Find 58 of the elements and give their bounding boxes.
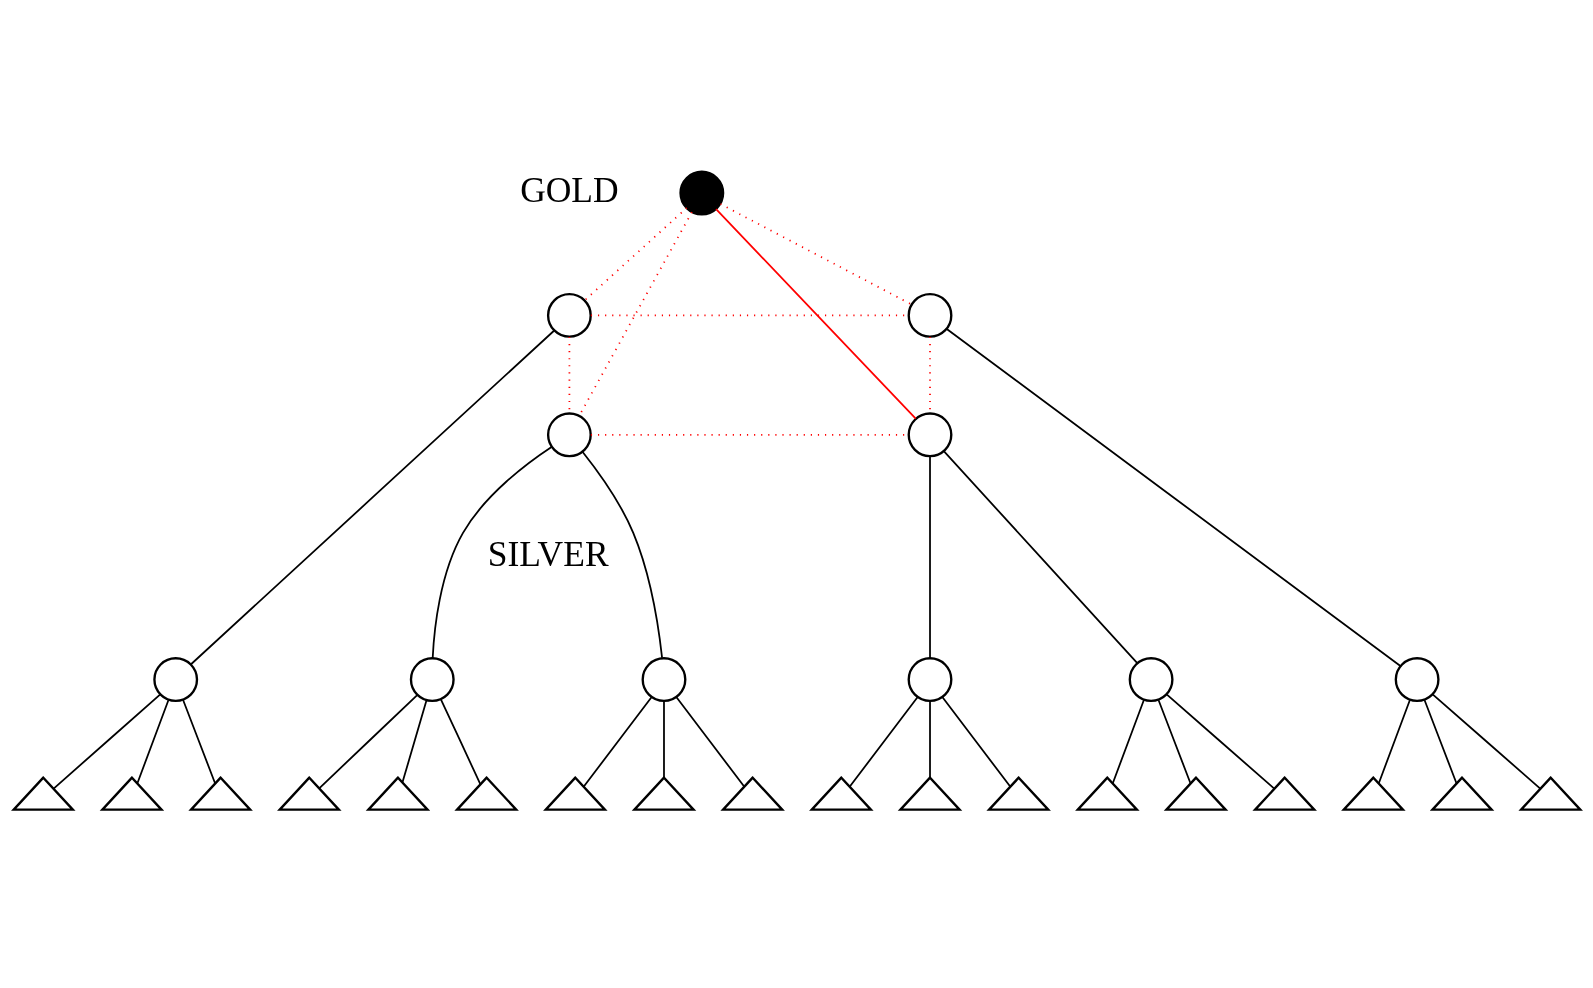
connector (674, 695, 745, 787)
node-triangle (897, 775, 962, 811)
node-circle (546, 411, 592, 457)
node-triangle (365, 775, 430, 811)
connector (945, 327, 1401, 667)
node-circle (641, 656, 686, 702)
node-circle (678, 170, 724, 215)
node-triangle (631, 775, 696, 811)
connector (431, 445, 552, 659)
node-triangle (808, 775, 874, 811)
node-circle (152, 656, 198, 702)
node-triangle (276, 775, 342, 811)
node-triangle (542, 775, 608, 811)
connector (940, 695, 1011, 787)
node-circle (907, 292, 952, 338)
node-triangle (719, 775, 785, 811)
node-circle (1128, 656, 1174, 702)
node-triangle (187, 775, 253, 811)
connector (1111, 698, 1145, 784)
connector (1431, 693, 1541, 789)
node-circle (1394, 656, 1440, 702)
node-triangle (1429, 775, 1494, 811)
connector (439, 698, 481, 785)
node-triangle (1517, 775, 1583, 811)
node-triangle (99, 775, 164, 811)
connector (662, 699, 665, 778)
connector (848, 695, 919, 787)
node-triangle (1163, 775, 1228, 811)
connector (1165, 693, 1275, 789)
connector (136, 698, 169, 784)
connector (582, 695, 653, 787)
connector (181, 698, 216, 784)
connector (942, 449, 1138, 664)
connector (583, 206, 687, 301)
connector (52, 693, 161, 789)
connector (1423, 698, 1457, 784)
node-circle (907, 656, 952, 702)
connector (928, 454, 931, 659)
connector (928, 699, 931, 778)
node-triangle (1074, 775, 1140, 811)
node-circle (409, 656, 455, 702)
node-triangle (10, 775, 76, 811)
node-circle (546, 292, 592, 338)
node-triangle (1251, 775, 1317, 811)
connector (1377, 698, 1411, 784)
connector (714, 207, 917, 420)
node-circle (907, 411, 952, 457)
connector (318, 693, 418, 789)
node-triangle (1340, 775, 1406, 811)
connector (1157, 698, 1191, 784)
node-triangle (453, 775, 519, 811)
connector (401, 699, 427, 783)
connector (719, 202, 912, 305)
connector (581, 450, 663, 659)
label: GOLD (519, 169, 619, 210)
connector (189, 329, 555, 665)
label: SILVER (487, 533, 609, 574)
node-triangle (985, 775, 1051, 811)
